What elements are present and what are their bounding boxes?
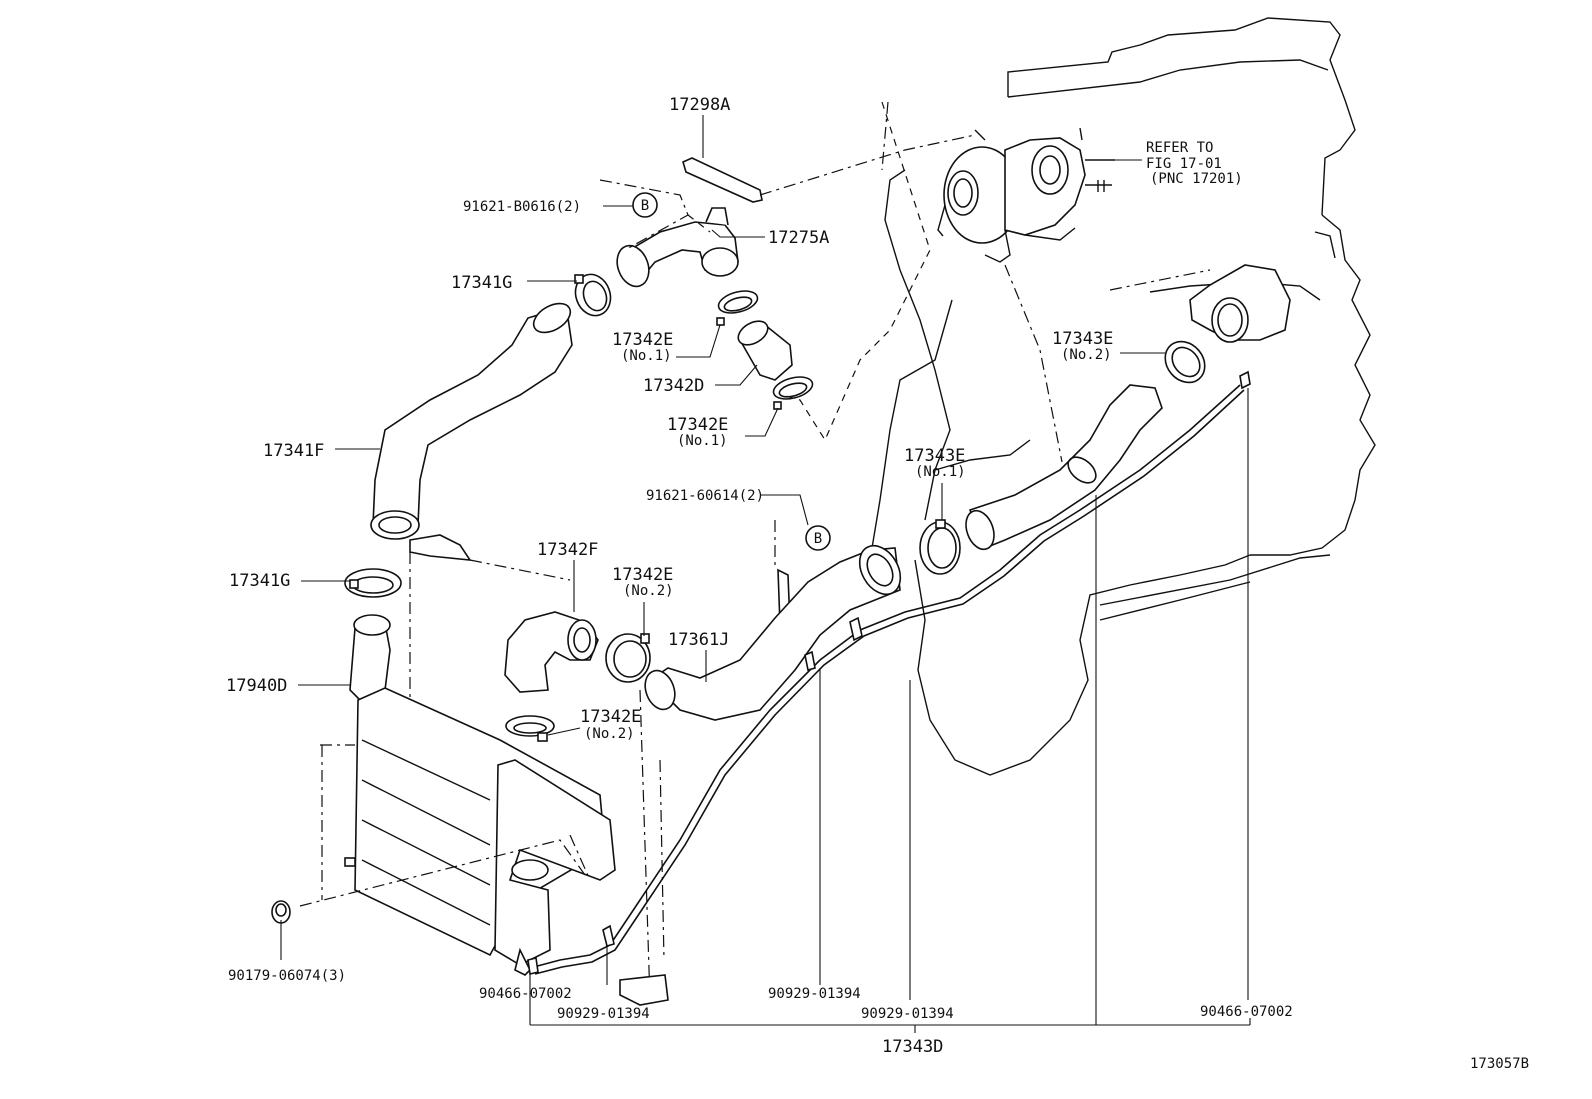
hose-17342F (504, 611, 599, 693)
callout-90929-01394-b: 90929-01394 (768, 986, 861, 1002)
callout-17342E-no2-a-sub: (No.2) (623, 583, 674, 599)
callout-90929-01394-c: 90929-01394 (861, 1006, 954, 1022)
callout-17342E-no1-a: 17342E (612, 330, 673, 350)
callout-17341F: 17341F (263, 441, 324, 461)
hose-clamp-17341G-top (574, 273, 612, 317)
callout-17940D: 17940D (226, 676, 287, 696)
marker-b-top: B (632, 192, 658, 218)
callout-17361J: 17361J (668, 630, 729, 650)
throttle-body-fitting (1189, 264, 1291, 343)
hose-17342D (737, 320, 793, 381)
hose-17341F (370, 302, 573, 540)
callout-91621-B0616: 91621-B0616(2) (463, 199, 581, 215)
hose-clamp-17343E-no1 (919, 519, 961, 575)
marker-b-top-text: B (641, 198, 649, 214)
hose-clamp-17341G-bottom (344, 568, 402, 598)
callout-17342E-no2-b: 17342E (580, 707, 641, 727)
callout-labels: 17298A 91621-B0616(2) 17275A 17341G 1734… (226, 95, 1293, 1057)
callout-17342E-no1-a-sub: (No.1) (621, 348, 672, 364)
dashed-reference-lines (299, 101, 1211, 907)
hose-clamp-17342E-no1-lower (772, 376, 814, 410)
callout-17341G-bottom: 17341G (229, 571, 290, 591)
turbocharger (937, 127, 1115, 263)
hose-clamp-17342E-no2-upper (605, 633, 651, 683)
callout-90466-07002-left: 90466-07002 (479, 986, 572, 1002)
radiator-support-outline (409, 534, 669, 1006)
callout-90929-01394-a: 90929-01394 (557, 1006, 650, 1022)
callout-17343E-no1-sub: (No.1) (915, 464, 966, 480)
callout-17343E-no2-sub: (No.2) (1061, 347, 1112, 363)
figure-id: 173057B (1470, 1056, 1529, 1072)
hose-clamp-17342E-no2-lower (505, 715, 555, 742)
callout-91621-60614: 91621-60614(2) (646, 488, 764, 504)
callout-17342E-no2-b-sub: (No.2) (584, 726, 635, 742)
callout-90179-06074: 90179-06074(3) (228, 968, 346, 984)
hose-clamp-17342E-no1-upper (716, 290, 759, 326)
leader-lines (280, 115, 1251, 1033)
pipe-17361J (644, 544, 902, 721)
callout-90466-07002-right: 90466-07002 (1200, 1004, 1293, 1020)
callout-17342E-no2-a: 17342E (612, 565, 673, 585)
callout-17342E-no1-b-sub: (No.1) (677, 433, 728, 449)
hose-clamp-17343E-no2 (1164, 340, 1206, 384)
reference-note: REFER TO FIG 17-01 (PNC 17201) (1115, 140, 1243, 187)
callout-17341G-top: 17341G (451, 273, 512, 293)
intercooler-17940D (344, 614, 616, 976)
callout-17343D: 17343D (882, 1037, 943, 1057)
callout-17342F: 17342F (537, 540, 598, 560)
nut-90179 (271, 900, 291, 924)
hose-throttle-inlet (965, 384, 1163, 551)
reference-line-1: REFER TO (1146, 140, 1213, 156)
marker-b-mid: B (805, 525, 831, 551)
callout-17343E-no2: 17343E (1052, 329, 1113, 349)
callout-17275A: 17275A (768, 228, 829, 248)
callout-17298A: 17298A (669, 95, 730, 115)
callout-17343E-no1: 17343E (904, 446, 965, 466)
bracket-17298A (682, 157, 763, 203)
reference-line-3: (PNC 17201) (1150, 171, 1243, 187)
turbo-outlet-elbow-17275A (616, 207, 739, 288)
reference-line-2: FIG 17-01 (1146, 156, 1222, 172)
callout-17342E-no1-b: 17342E (667, 415, 728, 435)
marker-b-mid-text: B (814, 531, 822, 547)
callout-17342D: 17342D (643, 376, 704, 396)
